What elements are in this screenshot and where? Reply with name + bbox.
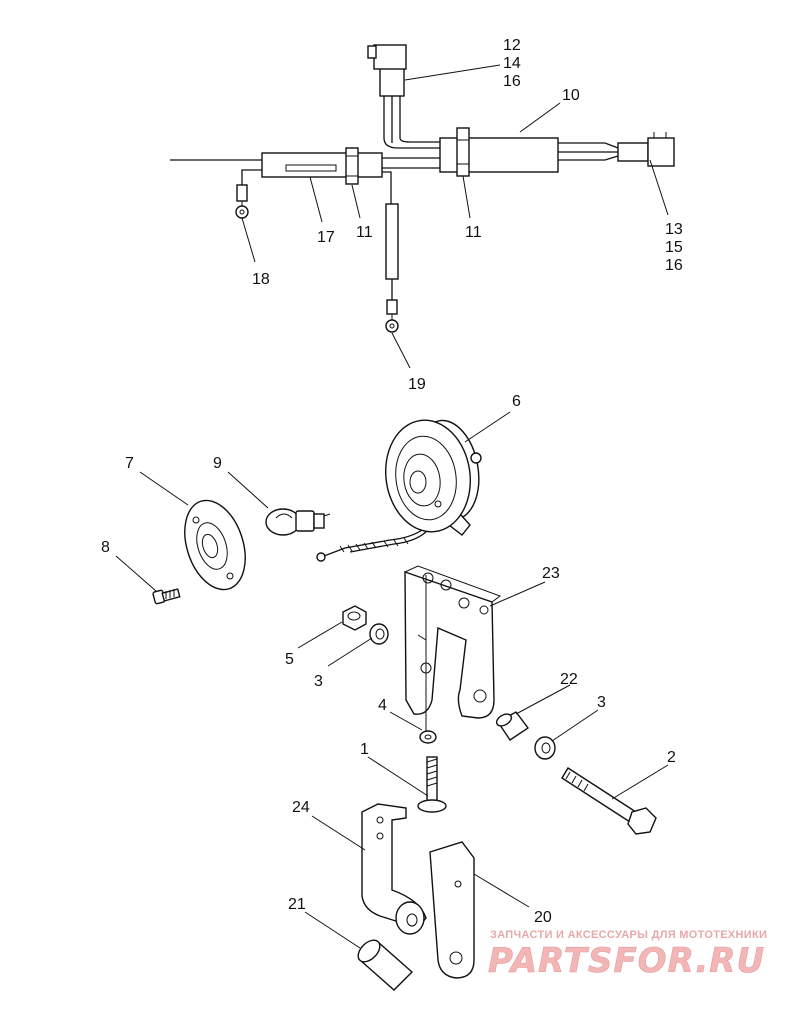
connector-13 bbox=[617, 142, 649, 162]
spacer-22 bbox=[495, 711, 530, 741]
nut-5 bbox=[342, 605, 367, 631]
callout-11-right: 11 bbox=[465, 224, 482, 241]
horn-assembly bbox=[316, 419, 482, 562]
horn-wire-terminal bbox=[316, 552, 326, 562]
sleeve-19 bbox=[385, 203, 399, 280]
callout-16-bottom: 16 bbox=[665, 257, 683, 274]
ring-terminal-18 bbox=[235, 205, 249, 219]
callout-1: 1 bbox=[360, 741, 369, 758]
callout-22: 22 bbox=[560, 671, 578, 688]
callout-3-upper: 3 bbox=[314, 673, 323, 690]
callout-23: 23 bbox=[542, 565, 560, 582]
callout-14: 14 bbox=[503, 55, 521, 72]
connector-13-housing bbox=[647, 137, 675, 167]
lamp-lens bbox=[184, 499, 246, 591]
callout-8: 8 bbox=[101, 539, 110, 556]
callout-5: 5 bbox=[285, 651, 294, 668]
bolt-1 bbox=[417, 756, 447, 813]
callout-11-left: 11 bbox=[356, 224, 373, 241]
harness-label-17 bbox=[285, 164, 337, 172]
terminal-18 bbox=[236, 184, 248, 202]
terminal-19 bbox=[386, 299, 398, 315]
callout-13: 13 bbox=[665, 221, 683, 238]
callout-17: 17 bbox=[317, 229, 335, 246]
connector-12-housing bbox=[373, 44, 407, 70]
callout-16-top: 16 bbox=[503, 73, 521, 90]
washer-3-upper bbox=[369, 623, 389, 645]
bracket-24 bbox=[361, 803, 427, 935]
screw-8 bbox=[152, 588, 181, 605]
cable-clip-left bbox=[345, 147, 359, 185]
bracket-23 bbox=[404, 565, 502, 740]
callout-2: 2 bbox=[667, 749, 676, 766]
callout-19: 19 bbox=[408, 376, 426, 393]
horn-body bbox=[384, 419, 472, 533]
watermark-subtitle: ЗАПЧАСТИ И АКСЕССУАРЫ ДЛЯ МОТОТЕХНИКИ bbox=[490, 929, 767, 941]
leader-lines bbox=[115, 64, 669, 949]
callout-21: 21 bbox=[288, 896, 306, 913]
bolt-2 bbox=[561, 767, 657, 835]
ring-terminal-19 bbox=[385, 319, 399, 333]
callout-4: 4 bbox=[378, 697, 387, 714]
callout-20: 20 bbox=[534, 909, 552, 926]
callout-6: 6 bbox=[512, 393, 521, 410]
callout-10: 10 bbox=[562, 87, 580, 104]
bracket-20 bbox=[429, 841, 475, 979]
spacer-21 bbox=[357, 939, 414, 991]
washer-3-lower bbox=[534, 736, 556, 760]
watermark-brand: PARTSFOR.RU bbox=[488, 941, 765, 981]
callout-12-text: 12 bbox=[503, 37, 521, 54]
callout-18: 18 bbox=[252, 271, 270, 288]
wiring-harness bbox=[170, 44, 675, 333]
bulb bbox=[265, 508, 331, 536]
cable-clip-right bbox=[456, 127, 470, 177]
callout-9: 9 bbox=[213, 455, 222, 472]
callout-7: 7 bbox=[125, 455, 134, 472]
callout-labels: 12 14 16 10 13 15 16 11 11 17 18 19 6 7 … bbox=[101, 37, 683, 926]
lockwasher-4 bbox=[419, 730, 437, 744]
watermark: ЗАПЧАСТИ И АКСЕССУАРЫ ДЛЯ МОТОТЕХНИКИ PA… bbox=[488, 929, 767, 981]
callout-3-lower: 3 bbox=[597, 694, 606, 711]
callout-15: 15 bbox=[665, 239, 683, 256]
callout-24: 24 bbox=[292, 799, 310, 816]
connector-12 bbox=[379, 67, 405, 97]
